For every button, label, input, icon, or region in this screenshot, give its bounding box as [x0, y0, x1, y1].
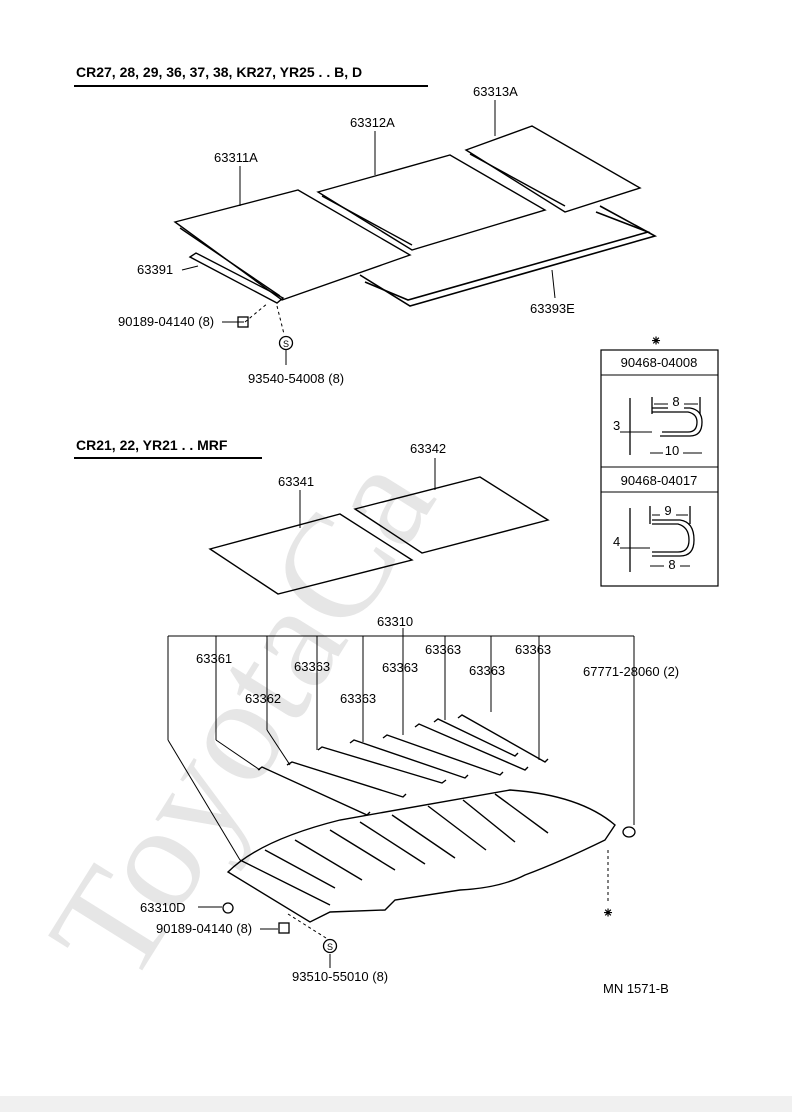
clip-67771-icon	[622, 826, 636, 838]
label-63341: 63341	[278, 474, 314, 489]
clip-marker-icon: ⁕	[602, 905, 615, 922]
label-63363: 63363	[294, 659, 330, 674]
panel-63311a	[173, 189, 412, 301]
section-2-panel-leaders	[299, 458, 436, 528]
panel-63342	[353, 476, 550, 554]
clip-2-dim-bg	[660, 504, 676, 518]
clip-1-dim-top: 8	[672, 394, 679, 409]
clip-2-part-number: 90468-04017	[621, 473, 698, 488]
label-screw-93510: 93510-55010 (8)	[292, 969, 388, 984]
label-63362: 63362	[245, 691, 281, 706]
label-63363: 63363	[382, 660, 418, 675]
label-63310d: 63310D	[140, 900, 186, 915]
label-63363: 63363	[515, 642, 551, 657]
section-2-fastener-leaders	[198, 850, 609, 968]
bracket-63310	[167, 628, 635, 861]
screw-symbol: S	[327, 942, 333, 952]
label-63363: 63363	[425, 642, 461, 657]
clip-2-drawing	[620, 506, 695, 572]
inset-clips: ⁕ 90468-04008 90468-04017 8 3 10	[600, 333, 719, 587]
clip-1-dim-bg	[668, 395, 684, 409]
clip-2-dim-left: 4	[613, 534, 620, 549]
panel-63313a	[464, 125, 642, 213]
strip-63391	[188, 252, 285, 304]
nut-63310d-icon	[222, 902, 234, 914]
clip-2-dim-bottom: 8	[668, 557, 675, 572]
label-63391: 63391	[137, 262, 173, 277]
screw-icon	[322, 938, 338, 954]
inset-box	[600, 349, 719, 587]
screw-icon	[278, 335, 294, 351]
clip-1-dim-left: 3	[613, 418, 620, 433]
panel-63312a	[316, 154, 547, 251]
section-2-header: CR21, 22, YR21 . . MRF	[76, 437, 228, 453]
bolt-icon	[278, 922, 290, 934]
section-2: CR21, 22, YR21 . . MRF 63341 63342	[74, 437, 679, 984]
clip-1-dim-bg	[663, 444, 683, 458]
label-63310: 63310	[377, 614, 413, 629]
inset-marker-icon: ⁕	[650, 333, 663, 350]
label-63363: 63363	[469, 663, 505, 678]
label-63363: 63363	[340, 691, 376, 706]
panel-63341	[208, 513, 414, 595]
label-63311a: 63311A	[214, 150, 258, 165]
clip-2-dim-bg	[664, 558, 680, 572]
label-bolt-90189: 90189-04140 (8)	[118, 314, 214, 329]
screw-symbol: S	[283, 339, 289, 349]
roof-bows	[257, 714, 549, 816]
section-1-header: CR27, 28, 29, 36, 37, 38, KR27, YR25 . .…	[76, 64, 362, 80]
label-63361: 63361	[196, 651, 232, 666]
trim-63393e	[359, 205, 658, 307]
label-screw-93540: 93540-54008 (8)	[248, 371, 344, 386]
label-63342: 63342	[410, 441, 446, 456]
clip-1-dim-bottom: 10	[665, 443, 679, 458]
label-63313a: 63313A	[473, 84, 518, 99]
label-bolt-90189: 90189-04140 (8)	[156, 921, 252, 936]
bolt-icon	[237, 316, 249, 328]
footer-strip	[0, 1096, 792, 1112]
label-clip-67771: 67771-28060 (2)	[583, 664, 679, 679]
clip-1-part-number: 90468-04008	[621, 355, 698, 370]
diagram-code: MN 1571-B	[603, 981, 669, 996]
label-63312a: 63312A	[350, 115, 395, 130]
headliner-63310	[226, 789, 616, 923]
section-1: CR27, 28, 29, 36, 37, 38, KR27, YR25 . .…	[74, 64, 658, 386]
section-1-leaders	[181, 100, 556, 365]
label-63393e: 63393E	[530, 301, 575, 316]
clip-1-drawing	[620, 397, 703, 455]
clip-2-dim-top: 9	[664, 503, 671, 518]
